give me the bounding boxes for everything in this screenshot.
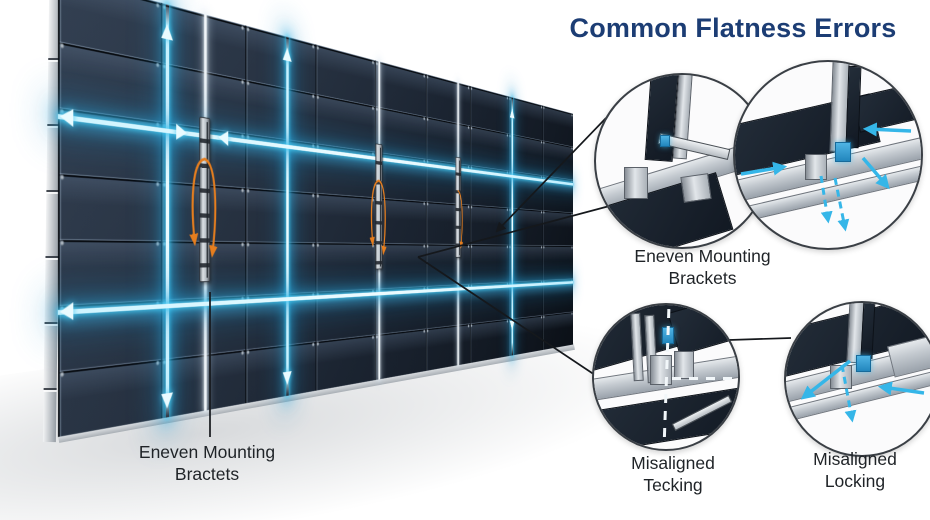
- detail-circle-tecking: [592, 303, 740, 451]
- detail-circle-locking: [784, 301, 930, 457]
- label-uneven-mounting-brackets-wall: Eneven Mounting Bractets: [138, 442, 276, 485]
- left-arrow-icon: [59, 302, 74, 322]
- blue-clamp: [856, 355, 871, 372]
- up-arrow-icon: [282, 46, 292, 62]
- alignment-arrows: [800, 359, 925, 423]
- page-title: Common Flatness Errors: [569, 13, 897, 43]
- label-uneven-mounting-brackets: Eneven Mounting Brackets: [634, 246, 771, 289]
- orange-adjust-arrows: [449, 187, 467, 257]
- clip-shape: [674, 351, 694, 379]
- up-arrow-icon: [509, 107, 515, 119]
- blue-clamp: [835, 142, 851, 162]
- right-arrow-icon: [176, 123, 187, 142]
- left-arrow-icon: [59, 107, 74, 127]
- detail-circle-uneven-right: [733, 60, 923, 250]
- left-arrow-icon: [218, 129, 229, 147]
- cyan-horizontal-line: [58, 281, 574, 322]
- clip-shape: [624, 167, 648, 199]
- panel-shape: [667, 305, 738, 356]
- down-arrow-icon: [509, 320, 515, 331]
- label-misaligned-locking: Misaligned Locking: [813, 449, 897, 492]
- alignment-arrows: [740, 122, 912, 232]
- label-misaligned-tecking: Misaligned Tecking: [631, 453, 715, 496]
- clip-shape: [805, 154, 827, 180]
- blue-clamp: [660, 135, 670, 147]
- down-arrow-icon: [161, 392, 173, 410]
- dashed-center-line: [672, 377, 734, 380]
- cyan-vertical-line: [282, 36, 292, 397]
- clip-shape: [650, 355, 672, 385]
- clip-shape: [680, 173, 712, 203]
- orange-adjust-arrows: [366, 176, 390, 266]
- orange-adjust-arrows: [184, 152, 223, 271]
- up-arrow-icon: [161, 22, 173, 41]
- cyan-vertical-line: [161, 3, 173, 418]
- cyan-vertical-line: [509, 97, 515, 356]
- down-arrow-icon: [282, 371, 292, 386]
- cyan-horizontal-line: [58, 107, 574, 186]
